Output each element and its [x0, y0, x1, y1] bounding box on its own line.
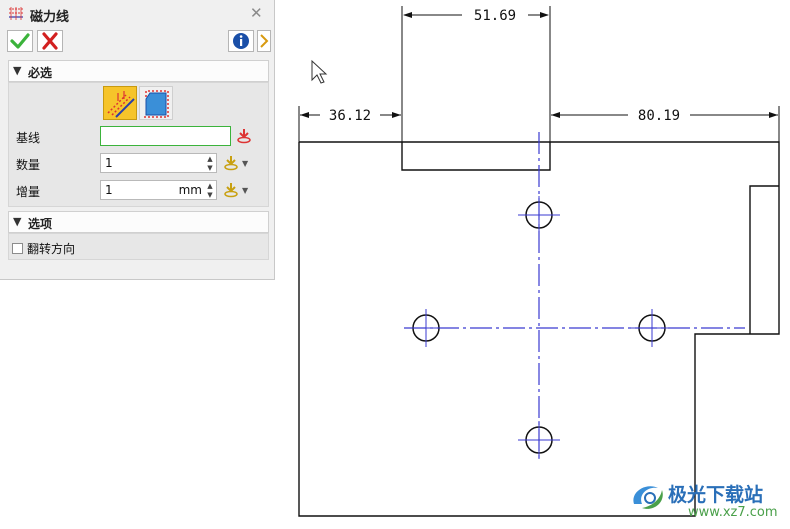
arrow-head: [392, 112, 401, 118]
panel-titlebar: 磁力线 ✕: [0, 0, 274, 28]
arrow-head: [403, 12, 412, 18]
required-section-header[interactable]: ▼ 必选: [8, 60, 269, 82]
increment-pick-icon[interactable]: [222, 182, 240, 198]
info-icon: [233, 33, 249, 49]
pick-entity-icon[interactable]: [235, 128, 253, 144]
baseline-label: 基线: [16, 131, 41, 145]
expand-button[interactable]: [257, 30, 271, 52]
slot-outline: [401, 142, 551, 171]
watermark-url: www.xz7.com: [688, 505, 778, 520]
mode-line-button[interactable]: [103, 86, 137, 120]
increment-dropdown-icon[interactable]: ▼: [242, 186, 249, 195]
check-icon: [10, 33, 30, 49]
count-pick-icon[interactable]: [222, 155, 240, 171]
watermark-text: 极光下载站: [668, 484, 764, 506]
dim-text-right[interactable]: 80.19: [638, 108, 680, 124]
flip-direction-checkbox[interactable]: [12, 243, 23, 254]
spin-down-icon[interactable]: ▼: [207, 191, 213, 199]
increment-label: 增量: [16, 185, 41, 199]
arrow-head: [551, 112, 560, 118]
count-label: 数量: [16, 158, 41, 172]
options-section-body: [8, 233, 269, 260]
count-input[interactable]: 1 ▲ ▼: [100, 153, 217, 173]
collapse-triangle-icon: ▼: [13, 64, 22, 77]
increment-input[interactable]: 1 mm ▲ ▼: [100, 180, 217, 200]
hole-bottom[interactable]: [518, 421, 560, 459]
spin-up-icon[interactable]: ▲: [207, 182, 213, 190]
dim-text-left[interactable]: 36.12: [329, 108, 371, 124]
ok-button[interactable]: [7, 30, 33, 52]
increment-value: 1: [105, 183, 113, 197]
arrow-head: [769, 112, 778, 118]
step-outline: [749, 185, 779, 334]
required-section-label: 必选: [28, 66, 53, 80]
mode-shape-button[interactable]: [139, 86, 173, 120]
magnetic-line-icon: [9, 7, 23, 20]
hole-left[interactable]: [404, 309, 448, 347]
options-section-label: 选项: [28, 217, 53, 231]
chevron-right-icon: [260, 34, 269, 48]
cancel-button[interactable]: [37, 30, 63, 52]
increment-unit: mm: [178, 183, 202, 197]
spin-down-icon[interactable]: ▼: [207, 164, 213, 172]
info-button[interactable]: [228, 30, 254, 52]
parallel-lines-icon: [107, 91, 135, 118]
mouse-cursor-icon: [311, 59, 328, 84]
dim-text-top[interactable]: 51.69: [474, 8, 516, 24]
flip-direction-label: 翻转方向: [27, 242, 76, 256]
arrow-head: [540, 12, 549, 18]
options-section-header[interactable]: ▼ 选项: [8, 211, 269, 233]
arrow-head: [300, 112, 309, 118]
hole-top[interactable]: [518, 196, 560, 234]
baseline-input[interactable]: [100, 126, 231, 146]
close-icon[interactable]: ✕: [250, 4, 263, 22]
hole-right[interactable]: [630, 309, 674, 347]
count-dropdown-icon[interactable]: ▼: [242, 159, 249, 168]
x-icon: [42, 32, 58, 50]
panel-title: 磁力线: [30, 10, 70, 25]
collapse-triangle-icon: ▼: [13, 215, 22, 228]
watermark: 极光下载站 www.xz7.com: [628, 476, 788, 526]
spin-up-icon[interactable]: ▲: [207, 155, 213, 163]
magnetic-line-panel: 磁力线 ✕ ▼ 必选: [0, 0, 275, 280]
shape-edge-icon: [144, 90, 169, 118]
watermark-logo-icon: [633, 486, 663, 509]
count-value: 1: [105, 156, 113, 170]
